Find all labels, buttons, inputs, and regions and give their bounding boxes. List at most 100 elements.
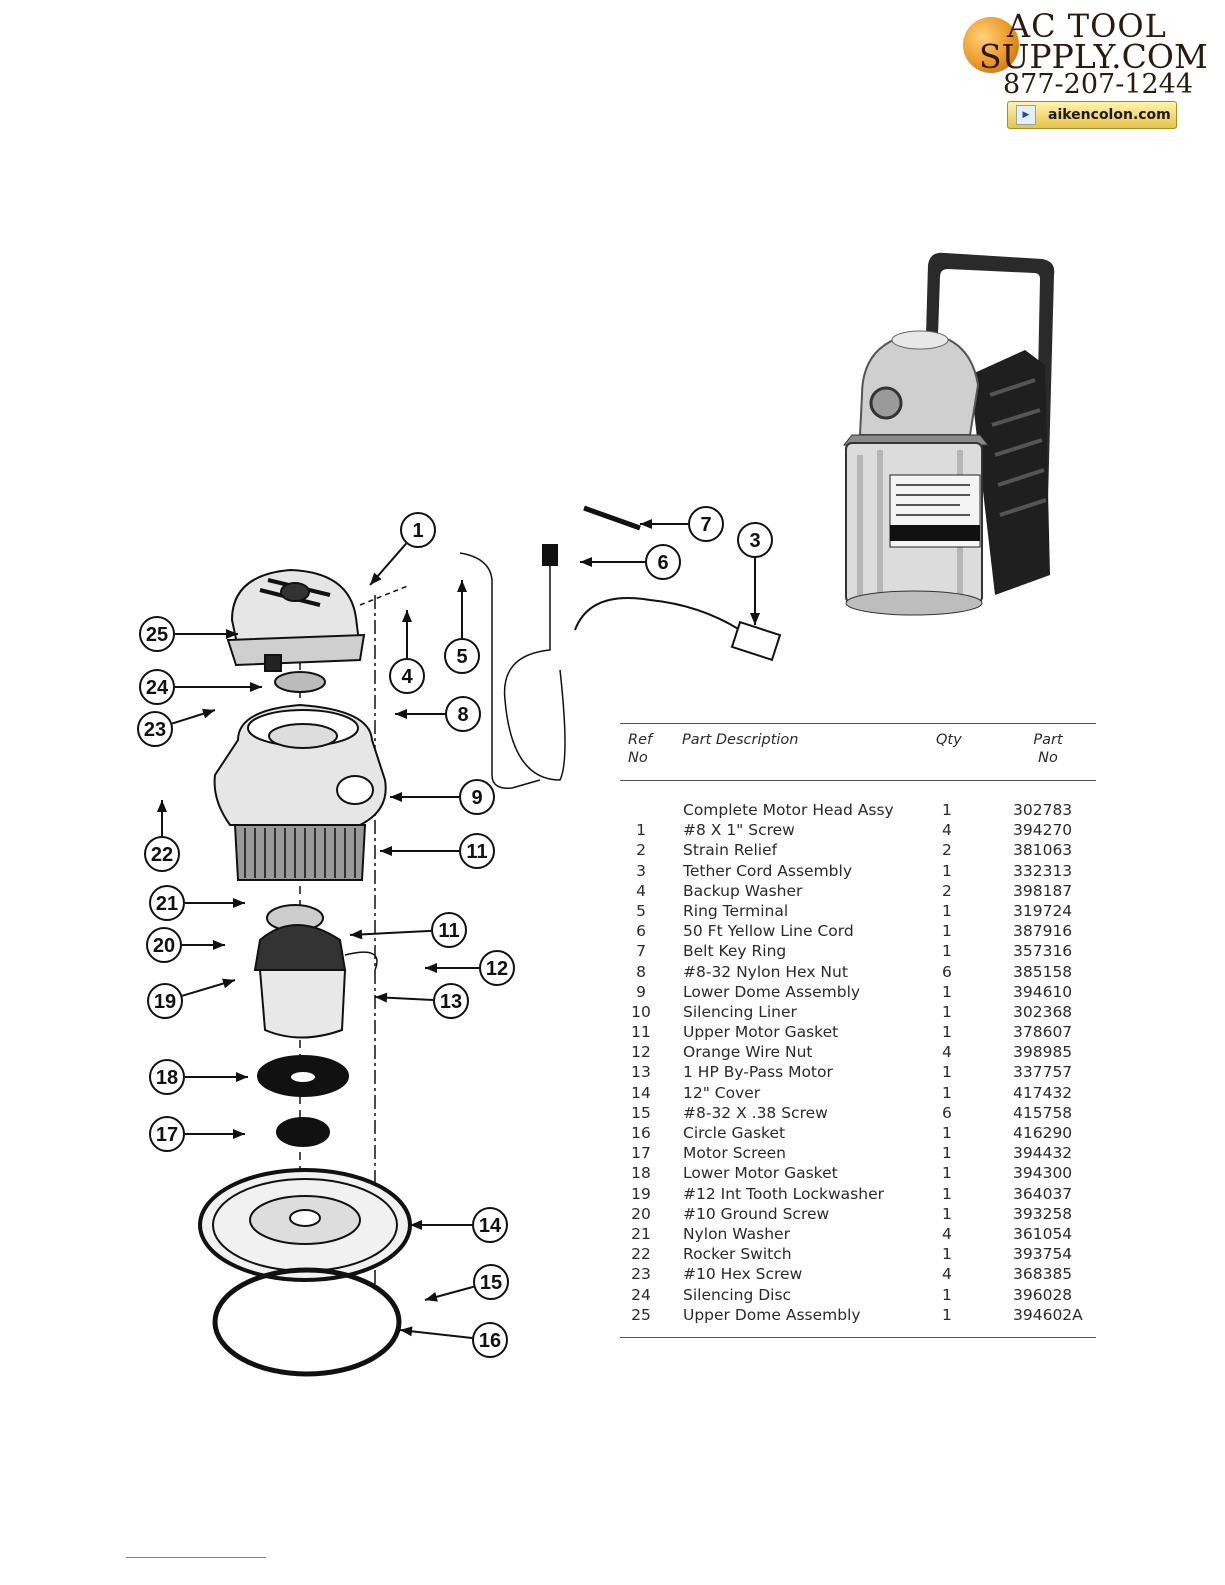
part-no-cell: 381063 [1013,841,1073,860]
exploded-parts-diagram [198,505,782,1377]
upper-dome-assembly [226,568,366,667]
ref-cell: 6 [636,922,646,941]
qty-cell: 1 [942,1204,952,1223]
part-no-cell: 394602A [1013,1305,1083,1324]
product-photo [842,252,1055,616]
qty-cell: 1 [942,942,952,961]
qty-cell: 1 [942,1002,952,1021]
description-cell: #10 Hex Screw [683,1265,803,1284]
cover-12-inch [198,1168,412,1282]
part-no-cell: 302368 [1013,1002,1073,1021]
table-row: 15 #8-32 X .38 Screw 6 415758 [620,1103,1096,1123]
header-ref-line2: No [628,750,648,766]
qty-cell: 1 [942,1124,952,1142]
part-no-cell: 361054 [1013,1224,1073,1243]
description-cell: Lower Dome Assembly [683,982,861,1001]
part-no-cell: 394300 [1013,1164,1073,1183]
logo-badge-icon [963,17,1019,73]
footer-link-line [126,1557,266,1558]
ref-cell: 9 [636,982,646,1001]
ref-cell: 15 [631,1103,651,1122]
part-no-cell: 398187 [1013,881,1073,900]
description-cell: #8-32 X .38 Screw [683,1103,828,1122]
header-part-line1: Part [1033,732,1063,748]
header-ref-line1: Ref [628,732,653,748]
qty-cell: 4 [942,1265,952,1284]
ref-cell: 1 [636,821,646,840]
ref-cell: 19 [631,1184,651,1203]
bypass-motor [253,904,378,1039]
description-cell: Backup Washer [683,881,803,900]
part-no-cell: 394432 [1013,1144,1073,1163]
ref-cell: 8 [636,962,646,981]
part-no-cell: 302783 [1013,801,1073,819]
ref-cell: 4 [636,881,646,900]
qty-cell: 2 [942,881,952,900]
website-link-button[interactable]: ▶ aikencolon.com [1007,101,1177,129]
ref-cell: 22 [631,1245,651,1264]
lower-dome-assembly [213,703,387,826]
part-no-cell: 415758 [1013,1103,1073,1122]
part-no-cell: 378607 [1013,1023,1073,1042]
qty-cell: 1 [942,1023,952,1042]
description-cell: Strain Relief [683,841,778,860]
header-part-description: Part Description [682,732,799,748]
logo-phone: 877-207-1244 [1003,69,1194,100]
qty-cell: 1 [942,861,952,880]
part-no-cell: 319724 [1013,901,1073,920]
qty-cell: 1 [942,982,952,1001]
part-no-cell: 398985 [1013,1043,1073,1062]
table-row: 10 Silencing Liner 1 302368 [620,1002,1096,1022]
table-row: 9 Lower Dome Assembly 1 394610 [620,982,1096,1002]
qty-cell: 2 [942,841,952,860]
part-no-cell: 357316 [1013,942,1073,961]
qty-cell: 1 [942,1063,952,1082]
description-cell: Tether Cord Assembly [683,861,852,880]
part-no-cell: 394610 [1013,982,1073,1001]
description-cell: Silencing Liner [683,1002,797,1021]
qty-cell: 1 [942,922,952,941]
part-no-cell: 364037 [1013,1184,1073,1203]
part-no-cell: 416290 [1013,1124,1073,1142]
description-cell: Nylon Washer [683,1224,790,1243]
header-qty: Qty [936,732,962,748]
ref-cell: 17 [631,1144,651,1163]
qty-cell: 4 [942,1043,952,1062]
description-cell: Belt Key Ring [683,942,787,961]
part-no-cell: 417432 [1013,1083,1073,1102]
description-cell: 1 HP By-Pass Motor [683,1063,833,1082]
qty-cell: 6 [942,1103,952,1122]
table-row: 2 Strain Relief 2 381063 [620,840,1096,860]
logo-title-line2: SUPPLY.COM [979,37,1208,76]
description-cell: #12 Int Tooth Lockwasher [683,1184,884,1203]
ref-cell: 10 [631,1002,651,1021]
rocker-switch [264,654,282,672]
description-cell: Rocker Switch [683,1245,792,1264]
logo: AC TOOL SUPPLY.COM 877-207-1244 ▶ aikenc… [955,5,1217,130]
description-cell: Orange Wire Nut [683,1043,813,1062]
part-no-cell: 393754 [1013,1245,1073,1264]
qty-cell: 1 [942,1144,952,1163]
silencing-liner [233,824,367,881]
ref-cell: 2 [636,841,646,860]
qty-cell: 1 [942,1245,952,1264]
ref-cell: 23 [631,1265,651,1284]
description-cell: #8-32 Nylon Hex Nut [683,962,848,981]
ref-cell: 14 [631,1083,651,1102]
part-no-cell: 385158 [1013,962,1073,981]
qty-cell: 1 [942,1164,952,1183]
ref-cell: 24 [631,1285,651,1304]
